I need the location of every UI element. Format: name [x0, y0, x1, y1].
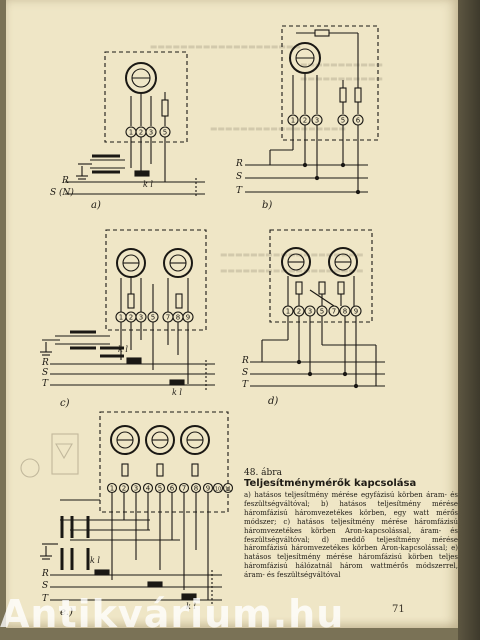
phase-s-c: S [42, 368, 49, 378]
terminal-number: 8 [194, 485, 198, 493]
phase-r-b: R [236, 159, 243, 169]
phase-r-c: R [42, 358, 49, 368]
terminal-number: 2 [139, 129, 143, 137]
terminal-number: 3 [315, 117, 319, 125]
phase-t-d: T [242, 380, 249, 390]
terminal-number: 3 [149, 129, 153, 137]
phase-r-a: R [62, 176, 69, 186]
label-a: a) [91, 200, 101, 211]
label-c: c) [60, 398, 70, 409]
terminal-number: 2 [129, 314, 133, 322]
phase-s-a: S (N) [50, 188, 74, 198]
label-e: e.) [60, 607, 73, 618]
terminal-number: 9 [354, 308, 358, 316]
figure-number: 48. ábra [244, 468, 282, 478]
terminal-number: 2 [303, 117, 307, 125]
terminal-number: 3 [134, 485, 138, 493]
phase-s-d: S [242, 368, 249, 378]
book-spine [458, 0, 480, 640]
terminal-number: 1 [110, 485, 114, 493]
kl-label-e2: k l [186, 602, 196, 611]
terminal-number: 1 [286, 308, 290, 316]
terminal-number: 5 [320, 308, 324, 316]
figure-title: Teljesítménymérők kapcsolása [244, 478, 417, 489]
terminal-number: 4 [146, 485, 151, 493]
bleed-through-symbol [20, 433, 79, 478]
terminal-number: 3 [308, 308, 312, 316]
figure-description: a) hatásos teljesítmény mérése egyfázisú… [244, 491, 458, 580]
terminal-number: 7 [166, 314, 170, 322]
book-page [6, 0, 458, 628]
terminal-number: 3 [139, 314, 143, 322]
figure-caption: 48. ábra Teljesítménymérők kapcsolása a)… [244, 468, 458, 580]
label-b: b) [262, 200, 273, 211]
terminal-number: 10 [215, 487, 221, 493]
terminal-number: 6 [356, 117, 361, 125]
terminal-number: 8 [176, 314, 180, 322]
terminal-number: 8 [343, 308, 347, 316]
terminal-number: 11 [225, 487, 231, 493]
page-number: 71 [392, 604, 405, 615]
label-d: d) [268, 396, 279, 407]
phase-t-e: T [42, 594, 49, 604]
phase-s-b: S [236, 172, 243, 182]
phase-t-c: T [42, 379, 49, 389]
kl-label-c1: k l [118, 345, 128, 354]
phase-r-d: R [242, 356, 249, 366]
terminal-number: 2 [297, 308, 301, 316]
terminal-number: 9 [206, 485, 210, 493]
terminal-number: 5 [158, 485, 162, 493]
terminal-number: 5 [151, 314, 155, 322]
watermark: Antikvárium.hu [0, 592, 345, 636]
terminal-number: 1 [119, 314, 123, 322]
terminal-number: 7 [332, 308, 336, 316]
terminal-number: 1 [291, 117, 295, 125]
phase-s-e: S [42, 581, 49, 591]
kl-label-a: k l [143, 180, 153, 189]
terminal-number: 7 [182, 485, 186, 493]
terminal-number: 6 [170, 485, 175, 493]
terminal-number: 5 [341, 117, 345, 125]
terminal-number: 9 [186, 314, 190, 322]
terminal-number: 1 [129, 129, 133, 137]
terminal-number: 5 [163, 129, 167, 137]
kl-label-e1: k l [90, 556, 100, 565]
kl-label-c2: k l [172, 388, 182, 397]
phase-t-b: T [236, 186, 243, 196]
phase-r-e: R [42, 569, 49, 579]
terminal-number: 2 [122, 485, 126, 493]
